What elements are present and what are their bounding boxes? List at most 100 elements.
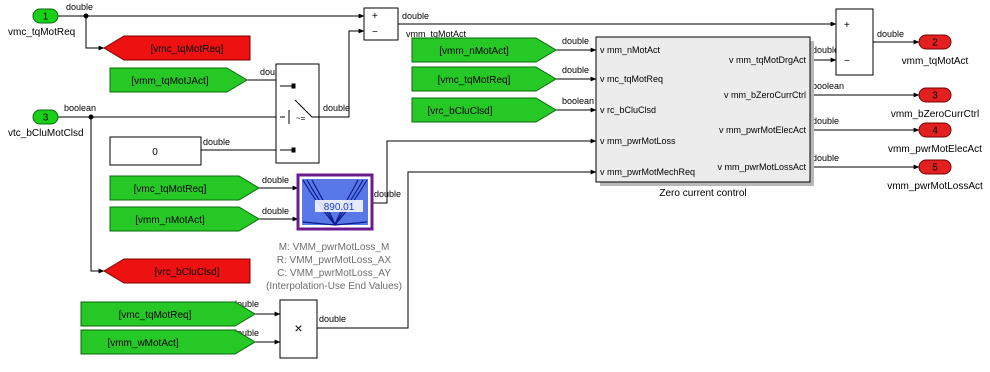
inport-1[interactable]: 1 vmc_tqMotReq bbox=[8, 8, 75, 38]
outport-number: 3 bbox=[932, 91, 938, 102]
from-shape[interactable] bbox=[411, 37, 557, 63]
sum-box[interactable] bbox=[363, 7, 399, 41]
from-tqMotJAct[interactable]: [vmm_tqMotJAct] bbox=[109, 67, 248, 93]
signal-label: boolean bbox=[812, 81, 844, 91]
subsystem-box[interactable] bbox=[595, 36, 811, 183]
from-shape[interactable] bbox=[109, 67, 248, 93]
inport-number: 3 bbox=[43, 113, 49, 124]
subsystem-zero-current-control[interactable]: v mm_nMotAct v mc_tqMotReq v rc_bCluClsd… bbox=[595, 36, 814, 199]
subsystem-name: Zero current control bbox=[659, 188, 746, 199]
switch-box[interactable] bbox=[275, 63, 320, 164]
lut-line: (Interpolation-Use End Values) bbox=[266, 281, 402, 292]
signal-label: double bbox=[203, 137, 230, 147]
constant-box[interactable] bbox=[109, 136, 202, 166]
wire-switch-sum[interactable] bbox=[319, 28, 365, 118]
signal-label: double bbox=[374, 189, 401, 199]
from-nMotAct-lut[interactable]: [vmm_nMotAct] bbox=[109, 206, 260, 232]
switch-threshold: ~= bbox=[296, 114, 306, 123]
from-tqMotReq-mul[interactable]: [vmc_tqMotReq] bbox=[80, 301, 256, 327]
sum-top-block[interactable]: + − bbox=[363, 7, 399, 41]
from-shape[interactable] bbox=[109, 206, 260, 232]
subsystem-input-port: v mm_pwrMotLoss bbox=[600, 136, 676, 146]
switch-block[interactable]: ~= bbox=[275, 63, 320, 164]
signal-label: double bbox=[402, 11, 429, 21]
from-bCluClsd-sub[interactable]: [vrc_bCluClsd] bbox=[411, 97, 557, 123]
outport-5[interactable]: 5 vmm_pwrMotLossAct bbox=[887, 159, 983, 192]
branch-point bbox=[83, 13, 89, 19]
inport-name: vtc_bCluMotClsd bbox=[8, 128, 84, 139]
lut-line: M: VMM_pwrMotLoss_M bbox=[279, 242, 390, 253]
constant-value: 0 bbox=[152, 147, 158, 158]
from-label: [vmc_tqMotReq] bbox=[134, 184, 207, 195]
signal-labels: double double boolean double double doub… bbox=[64, 2, 904, 338]
constant-block[interactable]: 0 bbox=[109, 136, 202, 166]
signal-label: double bbox=[66, 2, 93, 12]
from-tqMotReq-sub[interactable]: [vmc_tqMotReq] bbox=[411, 66, 557, 92]
outport-oval[interactable] bbox=[918, 34, 952, 50]
product-block[interactable]: × bbox=[279, 299, 318, 359]
inport-oval[interactable] bbox=[32, 109, 59, 125]
outport-oval[interactable] bbox=[918, 159, 952, 175]
lookup-table-block[interactable]: 890.01 M: VMM_pwrMotLoss_M R: VMM_pwrMot… bbox=[266, 173, 402, 292]
wire-lut-sub[interactable] bbox=[372, 138, 597, 204]
signal-label: double bbox=[812, 45, 839, 55]
outport-4[interactable]: 4 vmm_pwrMotElecAct bbox=[888, 122, 982, 155]
from-label: [vrc_bCluClsd] bbox=[427, 106, 492, 117]
sum-box[interactable] bbox=[835, 8, 874, 76]
outport-oval[interactable] bbox=[918, 122, 952, 138]
lut-value-bg bbox=[315, 200, 363, 212]
from-label: [vmm_wMotAct] bbox=[107, 338, 178, 349]
signal-label: double bbox=[262, 175, 289, 185]
signal-label: double bbox=[260, 67, 287, 77]
goto-shape[interactable] bbox=[103, 258, 251, 284]
outport-oval[interactable] bbox=[918, 87, 952, 103]
from-label: [vmm_nMotAct] bbox=[135, 215, 205, 226]
goto-label: [vmc_tqMotReq] bbox=[151, 44, 224, 55]
from-wMotAct-mul[interactable]: [vmm_wMotAct] bbox=[80, 329, 256, 355]
lut-line: R: VMM_pwrMotLoss_AX bbox=[277, 255, 392, 266]
outport-number: 5 bbox=[932, 163, 938, 174]
inport-3[interactable]: 3 vtc_bCluMotClsd bbox=[8, 109, 84, 139]
product-symbol: × bbox=[294, 320, 302, 336]
from-tqMotReq-lut[interactable]: [vmc_tqMotReq] bbox=[109, 175, 260, 201]
sum-plus: + bbox=[372, 11, 378, 22]
sum-plus: + bbox=[844, 20, 850, 31]
from-label: [vmc_tqMotReq] bbox=[119, 310, 192, 321]
outport-number: 4 bbox=[932, 126, 938, 137]
wire-mul-sub[interactable] bbox=[317, 169, 597, 329]
goto-bCluClsd[interactable]: [vrc_bCluClsd] bbox=[103, 258, 251, 284]
goto-tqMotReq[interactable]: [vmc_tqMotReq] bbox=[103, 35, 251, 61]
outport-name: vmm_tqMotAct bbox=[902, 56, 969, 67]
signal-label: double bbox=[323, 103, 350, 113]
signal-label: double bbox=[562, 65, 589, 75]
signal-label: vmm_tqMotAct bbox=[406, 29, 467, 39]
wire-tqreq-goto[interactable] bbox=[85, 16, 105, 51]
inport-number: 1 bbox=[43, 12, 49, 23]
inport-name: vmc_tqMotReq bbox=[8, 27, 75, 38]
wire-bool-goto[interactable] bbox=[90, 117, 105, 274]
subsystem-input-port: v mc_tqMotReq bbox=[600, 74, 663, 84]
from-shape[interactable] bbox=[411, 97, 557, 123]
subsystem-output-port: v mm_bZeroCurrCtrl bbox=[724, 90, 806, 100]
product-box[interactable] bbox=[279, 299, 318, 359]
subsystem-input-port: v mm_pwrMotMechReq bbox=[600, 167, 695, 177]
signal-label: double bbox=[562, 36, 589, 46]
signal-label: double bbox=[877, 29, 904, 39]
from-shape[interactable] bbox=[80, 329, 256, 355]
signal-label: double bbox=[232, 299, 259, 309]
sum-right-block[interactable]: + − bbox=[835, 8, 874, 76]
outport-name: vmm_bZeroCurrCtrl bbox=[891, 109, 979, 120]
from-nMotAct-sub[interactable]: [vmm_nMotAct] bbox=[411, 37, 557, 63]
outport-3[interactable]: 3 vmm_bZeroCurrCtrl bbox=[891, 87, 979, 120]
outport-2[interactable]: 2 vmm_tqMotAct bbox=[902, 34, 969, 67]
inport-oval[interactable] bbox=[32, 8, 59, 24]
goto-label: [vrc_bCluClsd] bbox=[154, 267, 219, 278]
goto-shape[interactable] bbox=[103, 35, 251, 61]
from-shape[interactable] bbox=[411, 66, 557, 92]
subsystem-output-port: v mm_pwrMotElecAct bbox=[719, 125, 807, 135]
from-label: [vmm_tqMotJAct] bbox=[131, 76, 208, 87]
from-shape[interactable] bbox=[109, 175, 260, 201]
from-shape[interactable] bbox=[80, 301, 256, 327]
